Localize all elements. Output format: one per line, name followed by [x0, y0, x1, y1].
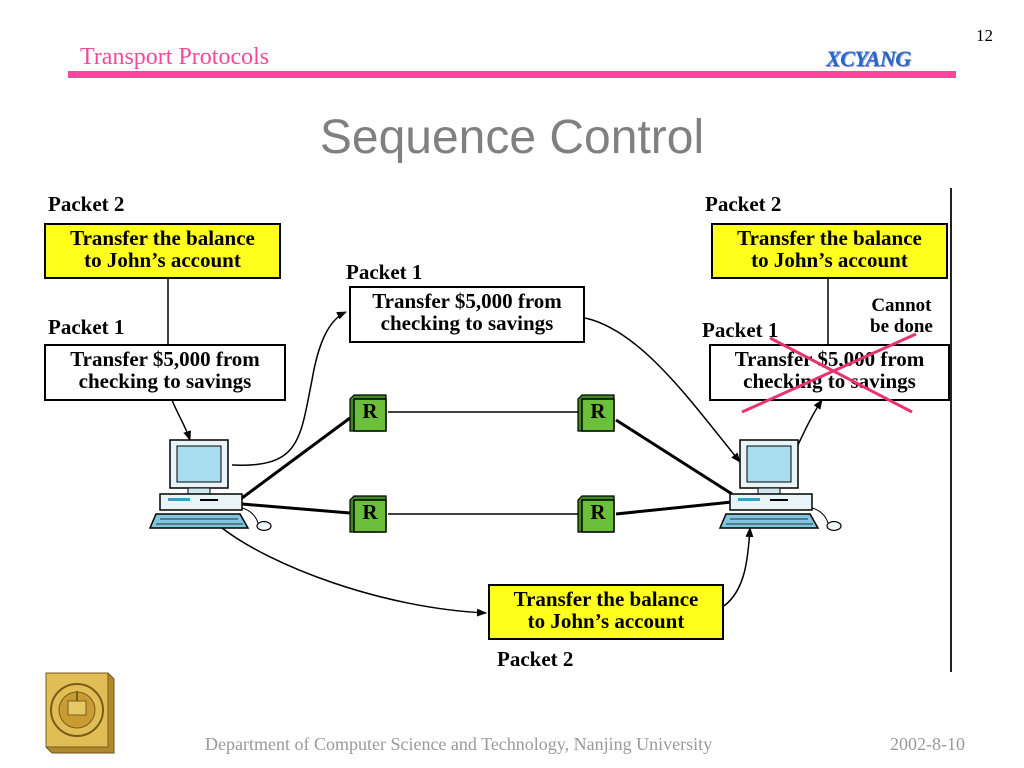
packet-text-line: Transfer the balance	[513, 587, 699, 611]
packet-text-line: checking to savings	[78, 369, 252, 393]
packet-text-line: Transfer $5,000 from	[70, 347, 260, 371]
header-title: Transport Protocols	[80, 44, 270, 70]
router-icon	[577, 495, 615, 533]
router-label: R	[590, 399, 606, 423]
arrow-sender-packet-to-computer	[171, 399, 191, 441]
note-line: be done	[870, 316, 933, 337]
sender-computer-icon	[148, 439, 272, 532]
diagram-right-border	[950, 188, 952, 672]
arrow-packet1-to-receiver	[584, 317, 741, 463]
university-seal-icon	[45, 672, 115, 754]
router-icon	[349, 394, 387, 432]
footer-date: 2002-8-10	[890, 734, 965, 754]
sender-packet1-label: Packet 1	[48, 315, 125, 339]
link-router4-receiver	[615, 500, 733, 516]
packet-text-line: to John’s account	[527, 609, 685, 633]
link-sender-router3	[241, 502, 351, 515]
receiver-packet2-label: Packet 2	[705, 192, 782, 216]
transit-packet2-box: Transfer the balance to John’s account	[488, 584, 724, 640]
router-icon	[349, 495, 387, 533]
packet-text-line: Transfer $5,000 from	[734, 347, 925, 371]
link-sender-router1	[241, 416, 351, 500]
router-icon	[577, 394, 615, 432]
link-router2-receiver	[615, 418, 733, 496]
router-label: R	[362, 500, 378, 524]
packet-text-line: Transfer the balance	[70, 226, 255, 250]
sender-packet1-box: Transfer $5,000 from checking to savings	[44, 344, 286, 401]
arrow-sender-to-packet2	[221, 527, 487, 617]
page-number: 12	[976, 26, 993, 45]
transit-packet1-label: Packet 1	[346, 260, 423, 284]
footer-department: Department of Computer Science and Techn…	[205, 734, 713, 754]
arrow-receiver-to-packet1	[796, 399, 823, 448]
receiver-packet1-label: Packet 1	[702, 318, 779, 342]
transit-packet2-label: Packet 2	[497, 647, 574, 671]
packet-text-line: checking to savings	[743, 369, 916, 393]
arrow-sender-to-packet1	[231, 311, 347, 466]
packet-text-line: Transfer the balance	[737, 226, 922, 250]
author-logo: XCYANG	[826, 46, 911, 71]
packet-text-line: Transfer $5,000 from	[372, 289, 562, 313]
receiver-packet1-box: Transfer $5,000 from checking to savings	[709, 344, 950, 401]
sender-packet2-label: Packet 2	[48, 192, 125, 216]
header-divider	[68, 71, 956, 78]
sender-packet2-box: Transfer the balance to John’s account	[44, 223, 281, 279]
packet-text-line: checking to savings	[380, 311, 554, 335]
router-label: R	[590, 500, 606, 524]
transit-packet1-box: Transfer $5,000 from checking to savings	[349, 286, 585, 343]
router-label: R	[362, 399, 378, 423]
receiver-packet2-box: Transfer the balance to John’s account	[711, 223, 948, 279]
note-line: Cannot	[871, 295, 932, 316]
packet-text-line: to John’s account	[751, 248, 908, 272]
packet-text-line: to John’s account	[84, 248, 241, 272]
arrow-packet2-to-receiver	[723, 527, 754, 607]
receiver-computer-icon	[718, 439, 842, 532]
slide-title: Sequence Control	[319, 111, 705, 164]
cannot-be-done-note: Cannot be done	[870, 295, 933, 337]
